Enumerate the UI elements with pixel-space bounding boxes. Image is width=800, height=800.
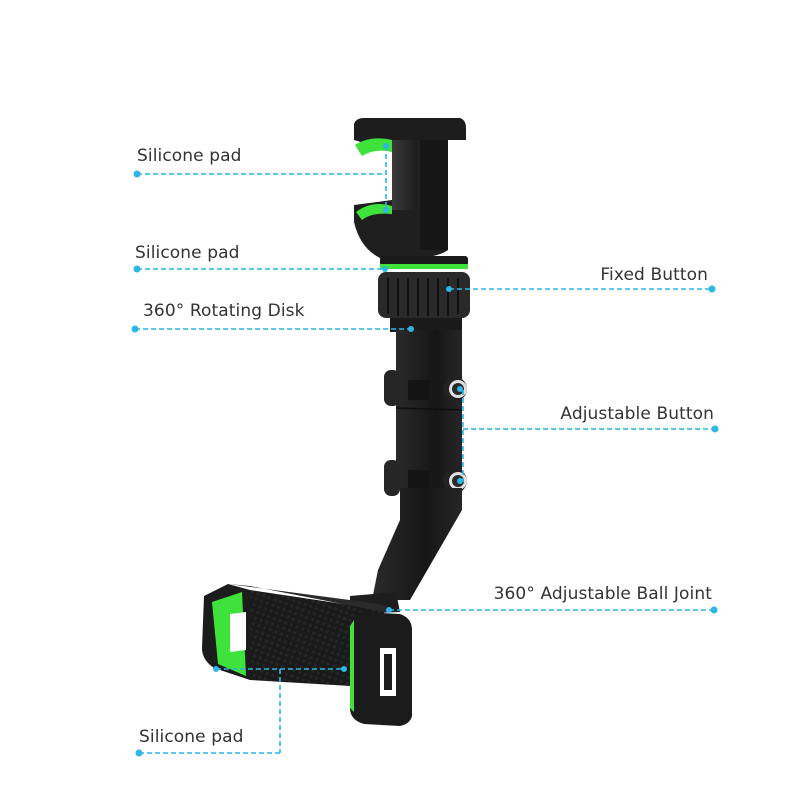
phone-clamp <box>202 584 412 726</box>
callout-label-rotating-disk: 360° Rotating Disk <box>143 301 305 321</box>
callout-label-bottom-silicone-pad: Silicone pad <box>139 727 244 747</box>
callout-label-top-silicone-pad: Silicone pad <box>137 146 242 166</box>
callout-label-adjustable-button: Adjustable Button <box>560 404 714 424</box>
callout-label-ball-joint: 360° Adjustable Ball Joint <box>493 584 712 604</box>
callout-dots <box>131 143 719 757</box>
callout-label-fixed-button: Fixed Button <box>600 265 708 285</box>
callout-label-middle-silicone-pad: Silicone pad <box>135 243 240 263</box>
rotating-disk <box>378 256 470 332</box>
adjustable-arm <box>350 330 467 614</box>
callout-lines <box>135 146 715 754</box>
top-clamp <box>354 118 466 258</box>
